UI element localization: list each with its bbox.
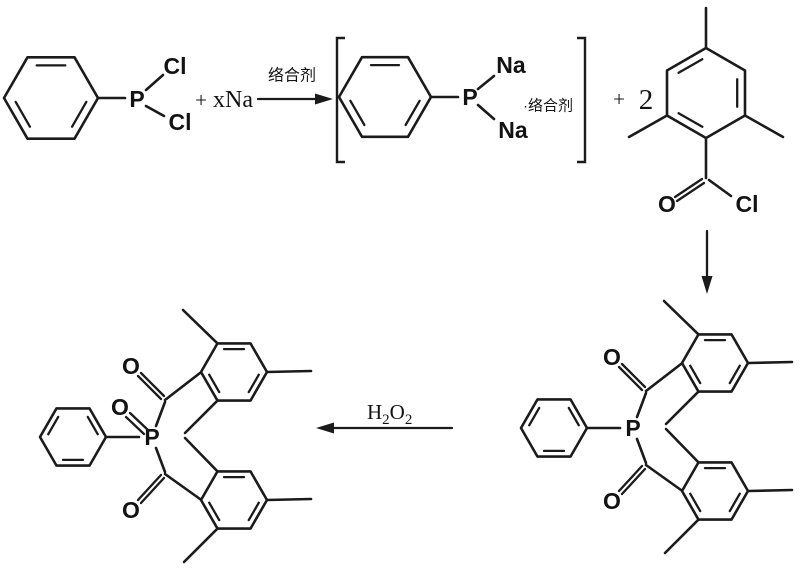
carbonyl-double-bond — [675, 181, 706, 203]
p-cl-bond — [144, 73, 165, 92]
atom-label-phosphorus: P — [129, 86, 144, 112]
carbonyl-double-bond — [673, 177, 704, 199]
benzene-ring-outline — [2, 55, 100, 140]
bracket-left — [335, 36, 345, 164]
reaction-arrow-down — [701, 229, 713, 294]
p-na-bond — [476, 74, 496, 91]
arrow-label-hydrogen-peroxide: H2O2 — [367, 400, 412, 428]
plus-sign: + — [195, 88, 207, 112]
ring-inner-double-bond — [70, 100, 88, 128]
p-oxide-double-bond — [128, 411, 150, 432]
arrow-head — [701, 276, 713, 294]
ring-inner-double-bond — [677, 112, 704, 128]
stoichiometric-coefficient: 2 — [639, 84, 654, 116]
ring-inner-double-bond — [14, 100, 32, 128]
formula-h: H — [367, 400, 382, 424]
product-bisacylphosphine-oxide: O — [38, 308, 313, 564]
phenyl-ring — [337, 55, 433, 139]
phenyl-ring — [2, 55, 100, 140]
atom-label-sodium: Na — [496, 52, 526, 78]
bisacylphosphine-skeleton — [38, 308, 313, 564]
arrow-head — [316, 422, 334, 434]
atom-label-chlorine: Cl — [169, 109, 192, 135]
sodium-reagent-label: xNa — [213, 87, 253, 113]
reactant-mesitoyl-chloride: O Cl — [627, 6, 785, 217]
complexing-agent-adduct-label: ·络合剂 — [523, 98, 573, 115]
atom-label-oxygen: O — [111, 394, 129, 420]
atom-label-oxygen: O — [658, 191, 676, 217]
product-bisacylphosphine — [519, 299, 794, 555]
atom-label-chlorine: Cl — [736, 191, 759, 217]
reaction-arrow-step2: H2O2 — [316, 400, 454, 434]
bracket-right — [577, 36, 587, 164]
formula-sub: 2 — [382, 412, 390, 428]
p-cl-bond — [144, 104, 166, 118]
atom-label-sodium: Na — [498, 117, 528, 143]
benzene-ring-outline — [337, 55, 433, 139]
p-na-bond — [476, 103, 496, 121]
atom-label-chlorine: Cl — [164, 53, 187, 79]
mesityl-ring — [665, 46, 747, 140]
methyl-bond — [743, 114, 785, 139]
p-oxide-double-bond — [124, 415, 146, 436]
ring-inner-double-bond — [677, 58, 704, 74]
intermediate-sodium-phosphide-complex: P Na Na ·络合剂 — [335, 36, 587, 164]
formula-sub: 2 — [405, 412, 413, 428]
reaction-arrow-step1: 络合剂 — [256, 66, 333, 105]
reactant-dichlorophenylphosphine: P Cl Cl — [2, 53, 192, 140]
ring-inner-double-bond — [404, 99, 421, 127]
arrow-label-complexing-agent: 络合剂 — [268, 66, 316, 85]
arrow-head — [315, 93, 333, 105]
formula-o: O — [390, 400, 405, 424]
methyl-bond — [627, 114, 669, 139]
carbonyl-cl-bond — [707, 178, 733, 198]
plus-sign: + — [613, 87, 625, 111]
atom-label-phosphorus: P — [462, 84, 477, 110]
ring-inner-double-bond — [349, 99, 366, 127]
benzene-ring-outline — [665, 46, 747, 140]
